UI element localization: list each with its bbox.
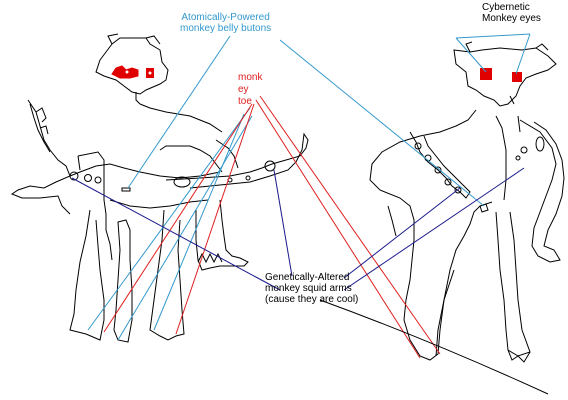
toe-pointers [103, 95, 441, 359]
toe-line-2: ey [238, 84, 249, 95]
arms-label: Genetically-Altered monkey squid arms (c… [265, 272, 358, 305]
eyes-line-2: Monkey eyes [482, 13, 541, 24]
arms-line-1: Genetically-Altered [265, 272, 350, 283]
arms-pointers [71, 167, 525, 291]
eyes-label: Cybernetic Monkey eyes [482, 2, 541, 24]
left-monkey-left-leg [69, 209, 105, 341]
left-monkey-head [95, 37, 169, 95]
left-monkey-torso [69, 163, 221, 179]
right-monkey-eye-right [512, 72, 522, 82]
toe-line-1: monk [238, 72, 263, 83]
right-monkey [369, 41, 565, 363]
belly-buttons-line-2: monkey belly butons [180, 23, 272, 34]
left-monkey [10, 33, 309, 343]
arms-curve [319, 299, 549, 395]
right-monkey-squid-arm-left [409, 131, 471, 199]
right-monkey-squid-arm-right [519, 119, 565, 263]
left-monkey-squid-arm-right [165, 132, 309, 189]
arms-line-2: monkey squid arms [265, 283, 352, 294]
toe-label: monk ey toe [238, 72, 262, 108]
right-monkey-left-leg [435, 269, 455, 357]
left-monkey-eye-left [111, 65, 139, 79]
leg-blue-pointers [87, 107, 253, 341]
right-monkey-belly-button [479, 203, 489, 213]
left-monkey-eyes [111, 65, 154, 79]
left-monkey-right-leg [149, 209, 185, 341]
eyes-line-1: Cybernetic [482, 2, 530, 13]
belly-buttons-line-1: Atomically-Powered [181, 12, 270, 23]
belly-button-pointers [127, 35, 485, 207]
right-monkey-head [453, 47, 557, 107]
right-monkey-eyes [480, 68, 522, 82]
left-monkey-belly-button [121, 187, 131, 192]
eyes-pointers [455, 33, 531, 75]
right-monkey-right-leg [495, 211, 531, 357]
arms-line-3: (cause they are cool) [265, 294, 359, 305]
belly-buttons-label: Atomically-Powered monkey belly butons [180, 12, 271, 34]
toe-line-3: toe [238, 96, 252, 107]
right-monkey-eye-left [480, 68, 492, 80]
right-monkey-torso [369, 109, 493, 361]
left-monkey-squid-arm-left [10, 99, 71, 215]
